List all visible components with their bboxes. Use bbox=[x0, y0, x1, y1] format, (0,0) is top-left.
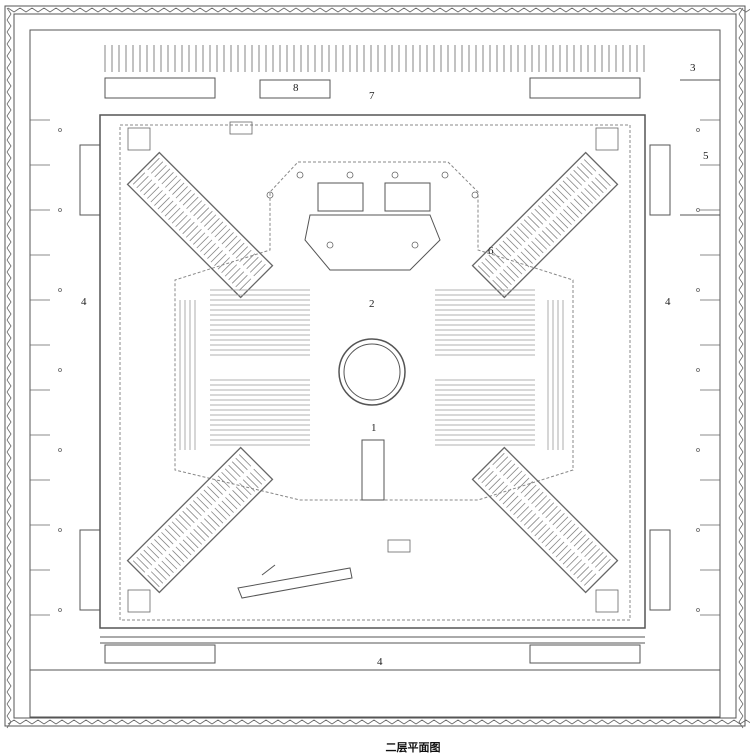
shelf-wing bbox=[126, 446, 274, 594]
central-octagon bbox=[174, 161, 574, 501]
room-labels: 1 2 3 4 4 4 5 6 7 8 bbox=[81, 62, 709, 668]
shelf-wing bbox=[471, 151, 619, 299]
column bbox=[58, 368, 62, 372]
label-3: 3 bbox=[690, 62, 696, 74]
column bbox=[471, 191, 479, 199]
label-4-west: 4 bbox=[81, 296, 87, 308]
column bbox=[58, 608, 62, 612]
room-8 bbox=[259, 79, 331, 99]
stair-block bbox=[79, 529, 101, 611]
stair-block bbox=[79, 144, 101, 216]
column bbox=[346, 171, 354, 179]
column bbox=[391, 171, 399, 179]
label-7: 7 bbox=[369, 90, 375, 102]
column bbox=[58, 528, 62, 532]
column bbox=[58, 288, 62, 292]
stair bbox=[317, 182, 364, 212]
column bbox=[696, 448, 700, 452]
shelf-block bbox=[210, 379, 310, 446]
label-4-south: 4 bbox=[377, 656, 383, 668]
north-shelves bbox=[104, 45, 645, 72]
label-1: 1 bbox=[371, 422, 377, 434]
corridor bbox=[361, 439, 385, 501]
shelf-wing bbox=[471, 446, 619, 594]
stair bbox=[384, 182, 431, 212]
label-5: 5 bbox=[703, 150, 709, 162]
column bbox=[266, 191, 274, 199]
shelf-block bbox=[435, 289, 535, 356]
label-6: 6 bbox=[488, 245, 494, 257]
column bbox=[696, 528, 700, 532]
column bbox=[696, 128, 700, 132]
column bbox=[696, 288, 700, 292]
stair-block bbox=[529, 644, 641, 664]
column bbox=[411, 241, 419, 249]
corner-stair bbox=[127, 127, 151, 151]
column bbox=[326, 241, 334, 249]
shelf-block bbox=[435, 379, 535, 446]
ramp bbox=[237, 567, 353, 599]
column bbox=[296, 171, 304, 179]
column bbox=[696, 608, 700, 612]
corner-stair bbox=[595, 127, 619, 151]
central-rotunda bbox=[338, 338, 406, 406]
building-perimeter bbox=[29, 29, 721, 718]
reading-hall bbox=[99, 114, 646, 629]
shelf-block bbox=[179, 300, 196, 450]
column bbox=[58, 448, 62, 452]
column bbox=[696, 368, 700, 372]
rotunda-inner bbox=[343, 343, 401, 401]
column bbox=[696, 208, 700, 212]
plan-caption: 二层平面图 bbox=[385, 741, 441, 754]
label-2: 2 bbox=[369, 298, 375, 310]
stair-block bbox=[104, 644, 216, 664]
label-8: 8 bbox=[293, 82, 299, 94]
shelf-block bbox=[547, 300, 564, 450]
stair-block bbox=[649, 144, 671, 216]
room-5 bbox=[680, 79, 721, 216]
elevator bbox=[387, 539, 411, 553]
perimeter-pattern bbox=[6, 7, 750, 729]
stair-block bbox=[529, 77, 641, 99]
stair-block bbox=[649, 529, 671, 611]
ramp-arrow bbox=[261, 564, 276, 576]
elevator bbox=[229, 121, 253, 135]
shelf-block bbox=[210, 289, 310, 356]
column bbox=[441, 171, 449, 179]
outer-wall bbox=[4, 5, 746, 727]
column bbox=[58, 128, 62, 132]
label-4-east: 4 bbox=[665, 296, 671, 308]
reading-hall-inner bbox=[119, 124, 631, 621]
column bbox=[58, 208, 62, 212]
stair-block bbox=[104, 77, 216, 99]
atrium bbox=[304, 214, 441, 271]
corner-stair bbox=[127, 589, 151, 613]
outer-wall-inner bbox=[13, 13, 737, 719]
shelf-wing bbox=[126, 151, 274, 299]
corner-stair bbox=[595, 589, 619, 613]
partitions bbox=[30, 119, 720, 616]
